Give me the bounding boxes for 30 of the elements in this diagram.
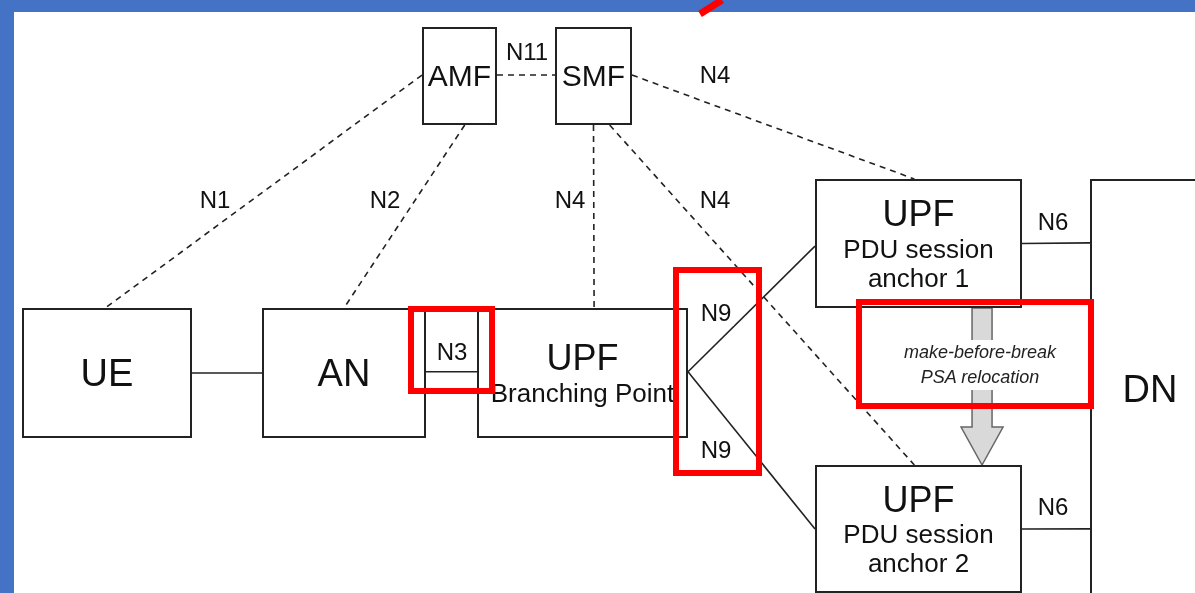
node-title: SMF <box>561 59 626 93</box>
connector-line <box>1021 528 1091 530</box>
node-subtitle: PDU session anchor 2 <box>842 520 995 579</box>
node-title: UPF <box>546 338 619 379</box>
node-title: DN <box>1122 367 1178 411</box>
network-function-box <box>22 308 192 438</box>
node-subtitle: Branching Point <box>490 378 675 408</box>
node-title: UPF <box>882 479 955 521</box>
connector-line <box>687 245 816 373</box>
connector-line <box>687 370 816 530</box>
node-title: AN <box>317 351 371 395</box>
node-title: UE <box>80 351 134 395</box>
dashed-connector <box>104 74 423 309</box>
dashed-connector <box>631 74 916 180</box>
node-subtitle: PDU session anchor 1 <box>842 234 995 293</box>
node-title: UPF <box>882 194 955 235</box>
dashed-connector <box>496 74 556 76</box>
network-function-box <box>262 308 426 438</box>
node-title: AMF <box>427 59 492 93</box>
dashed-connector <box>608 124 916 466</box>
network-function-box <box>555 27 632 125</box>
network-function-box <box>1090 179 1195 593</box>
connector-line <box>425 370 478 373</box>
network-function-box <box>815 465 1022 593</box>
dashed-connector <box>592 124 595 309</box>
connector-line <box>191 372 263 374</box>
network-function-box <box>815 179 1022 308</box>
network-function-box <box>422 27 497 125</box>
network-function-box <box>477 308 688 438</box>
connector-line <box>1021 242 1091 245</box>
